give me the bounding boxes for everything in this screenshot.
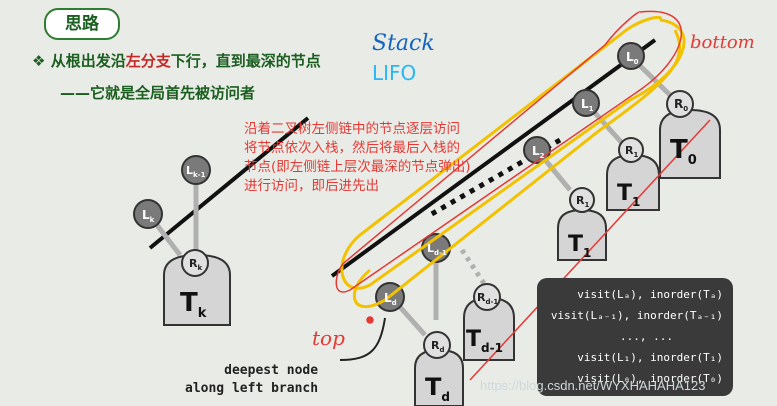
left-spine-k — [148, 116, 310, 250]
bullet-icon: ❖ — [32, 52, 46, 70]
watermark: https://blog.csdn.net/WYXHAHAHA123 — [480, 378, 706, 393]
annotation-note: 沿着二叉树左侧链中的节点逐层访问 将节点依次入栈，然后将最后入栈的 节点(即左侧… — [244, 120, 471, 196]
deepest-line2: along left branch — [185, 381, 319, 396]
deepest-arrow — [339, 317, 386, 361]
node-L2-label: L2 — [532, 144, 545, 160]
section-badge: 思路 — [44, 8, 120, 40]
note-line: 进行访问，即后进先出 — [244, 178, 379, 194]
handwriting-lifo: LIFO — [372, 61, 416, 85]
node-Rk-label: Rk — [189, 257, 202, 272]
note-line: 将节点依次入栈，然后将最后入栈的 — [244, 140, 460, 156]
code-box: visit(Lₐ), inorder(Tₐ) visit(Lₐ₋₁), inor… — [537, 278, 733, 396]
note-line: 节点(即左侧链上层次最深的节点弹出) — [244, 159, 471, 175]
handwriting-bottom: bottom — [690, 32, 755, 53]
node-Ld1-label: Ld-1 — [427, 242, 447, 257]
subtree-Td-label: Td — [425, 373, 450, 404]
node-Rd-label: Rd — [431, 339, 445, 354]
handwriting-top: top — [312, 326, 345, 350]
subtree-T0-label: T0 — [670, 135, 697, 168]
deepest-line1: deepest node — [224, 363, 319, 378]
node-Rd1-label: Rd-1 — [477, 291, 498, 306]
node-R1a-label: R1 — [625, 144, 638, 159]
subtree-Td1-label: Td-1 — [466, 327, 503, 355]
code-line: visit(Lₐ₋₁), inorder(Tₐ₋₁) — [550, 309, 723, 322]
subline: ——它就是全局首先被访问者 — [60, 84, 256, 102]
node-R0-label: R0 — [674, 97, 688, 113]
code-line: visit(Lₐ), inorder(Tₐ) — [577, 288, 723, 301]
node-Lk1-label: Lk-1 — [186, 164, 206, 179]
handwriting-stack: Stack — [372, 31, 435, 56]
bullet-text-a: 从根出发沿 — [50, 52, 126, 70]
node-Lk-label: Lk — [142, 208, 155, 224]
node-Ld-label: Ld — [384, 291, 397, 307]
bullet-text-b: 下行，直到最深的节点 — [170, 52, 321, 70]
left-spine-lower — [330, 38, 657, 278]
node-L0-label: L0 — [626, 50, 639, 66]
deepest-caption: deepest node along left branch — [185, 362, 318, 398]
code-line: visit(L₁), inorder(T₁) — [577, 351, 723, 364]
bullet-highlight: 左分支 — [125, 52, 171, 70]
node-L1-label: L1 — [581, 97, 594, 113]
subtree-T1b-label: T1 — [568, 232, 591, 260]
bullet-line: ❖ 从根出发沿左分支下行，直到最深的节点 — [32, 50, 321, 71]
code-line: visit(L₀), inorder(T₀) — [577, 372, 723, 385]
code-line: ..., ... — [620, 330, 673, 343]
subtree-Tk-label: Tk — [180, 288, 207, 321]
subtree-T1a-label: T1 — [617, 181, 640, 209]
note-line: 沿着二叉树左侧链中的节点逐层访问 — [244, 121, 460, 137]
node-R1b-label: R1 — [576, 194, 589, 209]
highlighter-loops — [340, 15, 686, 308]
red-annotations — [335, 10, 711, 381]
